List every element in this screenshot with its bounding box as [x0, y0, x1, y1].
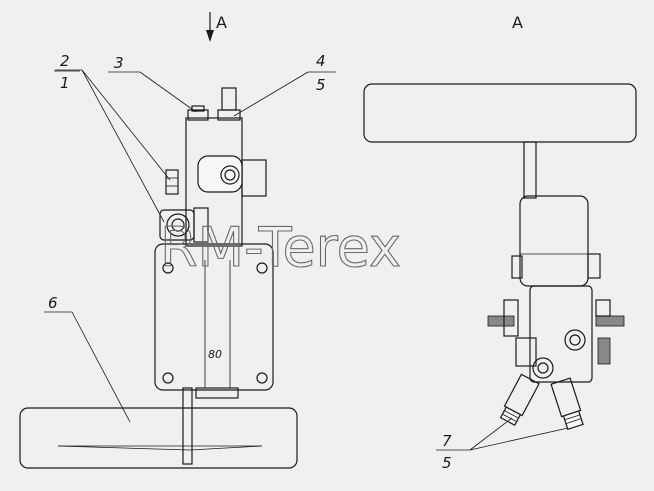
fitting-nut — [220, 165, 240, 185]
callout-5-bottom: 5 — [442, 454, 452, 472]
part-marking: 80 — [208, 348, 222, 361]
callout-1: 1 — [60, 74, 70, 92]
rod-side — [523, 141, 537, 199]
mount-bolt-left — [503, 299, 519, 337]
callout-7: 7 — [442, 432, 452, 450]
mount-hole — [162, 262, 174, 274]
angled-fitting-left — [499, 373, 540, 426]
bracket-side — [519, 195, 589, 287]
watermark: RM-Terex — [160, 216, 401, 279]
leaders-left — [44, 69, 336, 423]
leaders-right — [436, 417, 569, 451]
angled-fitting-right — [550, 377, 584, 431]
left-view: A 80 — [19, 12, 336, 469]
port-lower — [532, 357, 554, 379]
mount-hole — [162, 372, 174, 384]
valve-bottom-boss — [195, 387, 239, 399]
bracket-bolt-right — [587, 253, 601, 279]
callout-5-top: 5 — [316, 76, 326, 94]
push-rod — [182, 387, 193, 465]
flange-section-left — [487, 315, 515, 327]
side-port-block — [241, 159, 267, 197]
hex-fitting-bore — [166, 213, 190, 237]
view-direction-arrow — [206, 12, 214, 42]
flange-section-right — [595, 315, 625, 327]
callout-3: 3 — [114, 54, 124, 72]
mount-bolt-right — [595, 299, 611, 317]
mount-hole — [256, 372, 268, 384]
top-fitting-left — [187, 109, 209, 121]
callout-6: 6 — [48, 294, 58, 312]
valve-lower-body — [154, 243, 274, 391]
pedal-plate — [19, 407, 298, 469]
mount-hole — [256, 262, 268, 274]
view-marker-left: A — [216, 13, 227, 32]
port-upper — [564, 329, 586, 351]
small-fitting — [165, 169, 179, 195]
valve-body-side — [529, 285, 593, 383]
pedal-plate-side — [363, 83, 637, 143]
callout-4: 4 — [316, 52, 326, 70]
bracket-bolt-left — [511, 255, 523, 279]
right-view: A — [363, 13, 637, 472]
side-fitting — [197, 155, 243, 193]
callout-2: 2 — [60, 52, 70, 70]
left-boss — [515, 337, 537, 367]
view-title-right: A — [512, 13, 523, 32]
